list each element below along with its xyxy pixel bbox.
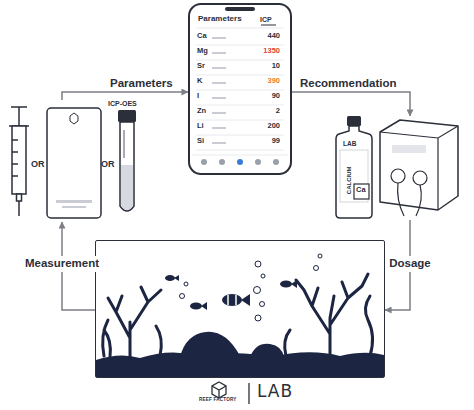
reef-scene: [96, 254, 384, 377]
measurement-group: OR OR ICP-OES: [5, 100, 139, 222]
edge-label: Parameters: [110, 77, 173, 91]
phone-app-text: K: [197, 77, 202, 85]
phone-app-text: 390: [240, 77, 280, 85]
calcium-bottle-icon: [336, 116, 372, 218]
phone-app-text: 200: [240, 122, 280, 130]
phone-app-text: 440: [240, 32, 280, 40]
phone-app-text: Sr: [197, 62, 205, 70]
logo-mark: [212, 382, 226, 398]
lab-device-icon: [47, 108, 101, 218]
phone-nav-bar: [192, 155, 288, 165]
measurement-group-text: OR: [101, 160, 115, 170]
edge-label: Measurement: [23, 256, 101, 272]
row-separators: [196, 28, 284, 150]
phone-body: [189, 4, 291, 174]
phone-app-text: Ca: [197, 32, 207, 40]
test-tube-icon: [118, 110, 136, 211]
syringe-icon: [9, 107, 29, 216]
dosing-pump-icon: [380, 120, 458, 216]
flow-arrow: [62, 92, 188, 100]
phone-app-text: Li: [197, 122, 204, 130]
measurement-group-text: OR: [31, 160, 45, 170]
row-sublabels: [212, 37, 226, 144]
phone-app-text: Zn: [197, 107, 206, 115]
phone-notch: [225, 7, 255, 11]
phone-app: Parameters ICP Ca 440Mg 1350Sr 10K 390I 90Zn 2Li…: [188, 3, 292, 175]
edge-label: Recommendation: [300, 77, 397, 91]
dosing-group-text: LAB: [343, 140, 356, 147]
tab-underline: [261, 25, 276, 26]
aquarium-tank-text: LAB: [257, 382, 293, 401]
phone-app-text: Si: [197, 137, 204, 145]
edge-label: Dosage: [387, 256, 433, 272]
aquarium-tank-text: REEF FACTORY: [199, 397, 237, 402]
logo-divider: [248, 383, 249, 404]
dosing-group-text: CALCIUM: [346, 166, 353, 194]
flow-arrow: [292, 92, 410, 116]
dosing-group: LAB CALCIUMCa: [332, 116, 460, 220]
phone-app-text: I: [197, 92, 199, 100]
phone-app-text: 90: [240, 92, 280, 100]
measurement-group-text: ICP-OES: [108, 100, 137, 108]
phone-app-text: 1350: [240, 47, 280, 55]
phone-app-text: 10: [240, 62, 280, 70]
phone-app-text: Mg: [197, 47, 208, 55]
phone-app-text: 2: [240, 107, 280, 115]
phone-app-text: 99: [240, 137, 280, 145]
phone-app-text: Parameters: [198, 15, 242, 24]
aquarium-tank: REEF FACTORYLAB: [95, 240, 385, 378]
phone-app-text: ICP: [260, 16, 272, 24]
dosing-group-text: Ca: [356, 186, 366, 194]
